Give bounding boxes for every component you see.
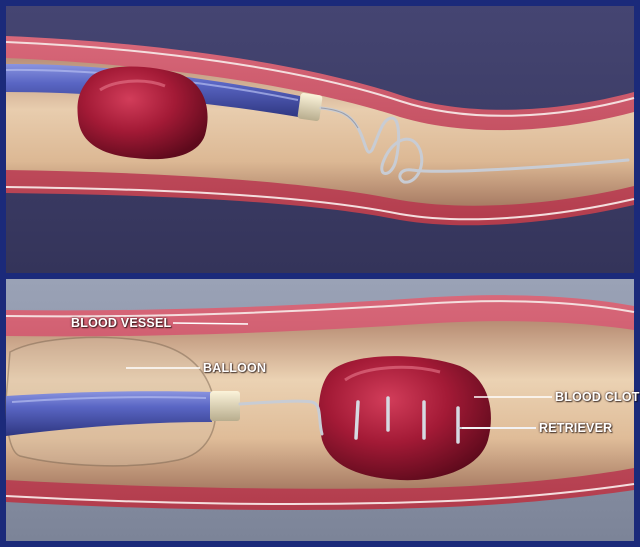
top-catheter-tip [297, 93, 322, 122]
top-panel [6, 6, 634, 273]
blood-vessel-label: BLOOD VESSEL [71, 316, 171, 330]
bottom-blood-clot [319, 356, 491, 480]
bottom-catheter-tip [210, 391, 240, 421]
retriever-label: RETRIEVER [539, 421, 612, 435]
balloon-label: BALLOON [203, 361, 266, 375]
leader-blood-vessel [173, 323, 248, 324]
blood-clot-label: BLOOD CLOT [555, 390, 640, 404]
